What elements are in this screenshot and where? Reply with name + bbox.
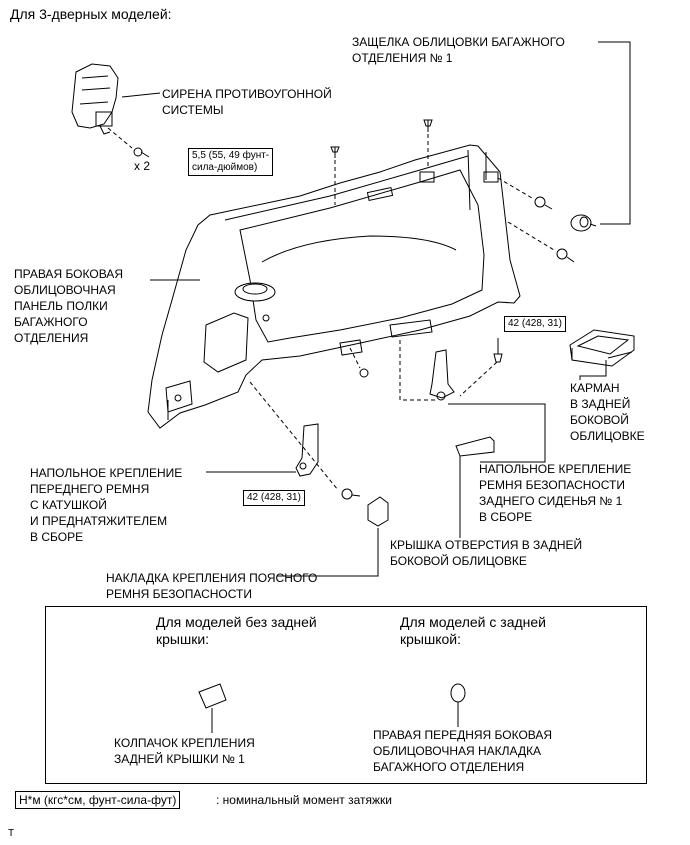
variants-box [45, 606, 647, 784]
pocket-part [569, 329, 635, 380]
without-cover-title: Для моделей без задней крышки: [156, 614, 317, 647]
siren-bolt [107, 127, 150, 158]
pocket-label: КАРМАН В ЗАДНЕЙ БОКОВОЙ ОБЛИЦОВКЕ [570, 381, 645, 443]
footer-mark: T [8, 828, 15, 839]
panel-label: ПРАВАЯ БОКОВАЯ ОБЛИЦОВОЧНАЯ ПАНЕЛЬ ПОЛКИ… [14, 267, 123, 345]
multiplier-text: x 2 [134, 159, 150, 173]
siren-label: СИРЕНА ПРОТИВОУГОННОЙ СИСТЕМЫ [162, 87, 332, 117]
rear-anchor-part [399, 338, 546, 463]
rear-anchor-torque: 42 (428, 31) [504, 316, 566, 332]
latch-part [570, 41, 631, 232]
trim-cover-part [450, 683, 466, 727]
front-anchor-part [206, 381, 361, 500]
hole-cover-part [455, 436, 495, 538]
hole-cover-label: КРЫШКА ОТВЕРСТИЯ В ЗАДНЕЙ БОКОВОЙ ОБЛИЦО… [390, 538, 583, 568]
anchor-cover-label: НАКЛАДКА КРЕПЛЕНИЯ ПОЯСНОГО РЕМНЯ БЕЗОПА… [106, 571, 318, 601]
torque-legend-desc: : номинальный момент затяжки [216, 793, 392, 807]
latch-label: ЗАЩЕЛКА ОБЛИЦОВКИ БАГАЖНОГО ОТДЕЛЕНИЯ № … [352, 35, 565, 65]
anchor-cover-part [277, 496, 389, 577]
top-clips [330, 119, 433, 205]
page-header: Для 3-дверных моделей: [10, 6, 172, 22]
siren-part [71, 63, 119, 135]
front-anchor-label: НАПОЛЬНОЕ КРЕПЛЕНИЕ ПЕРЕДНЕГО РЕМНЯ С КА… [30, 466, 183, 544]
siren-torque: 5,5 (55, 49 фунт- сила-дюймов) [188, 148, 274, 176]
right-screws [497, 177, 575, 263]
front-anchor-torque: 42 (428, 31) [243, 490, 305, 506]
with-cover-title: Для моделей с задней крышкой: [400, 614, 546, 647]
trim-cover-label: ПРАВАЯ ПЕРЕДНЯЯ БОКОВАЯ ОБЛИЦОВОЧНАЯ НАК… [373, 728, 553, 774]
torque-legend-key: Н*м (кгс*см, фунт-сила-фут) [15, 791, 181, 809]
rear-anchor-label: НАПОЛЬНОЕ КРЕПЛЕНИЕ РЕМНЯ БЕЗОПАСНОСТИ З… [479, 462, 632, 524]
cap-part [198, 683, 227, 733]
cap-label: КОЛПАЧОК КРЕПЛЕНИЯ ЗАДНЕЙ КРЫШКИ № 1 [114, 736, 255, 766]
trim-panel [147, 144, 521, 429]
